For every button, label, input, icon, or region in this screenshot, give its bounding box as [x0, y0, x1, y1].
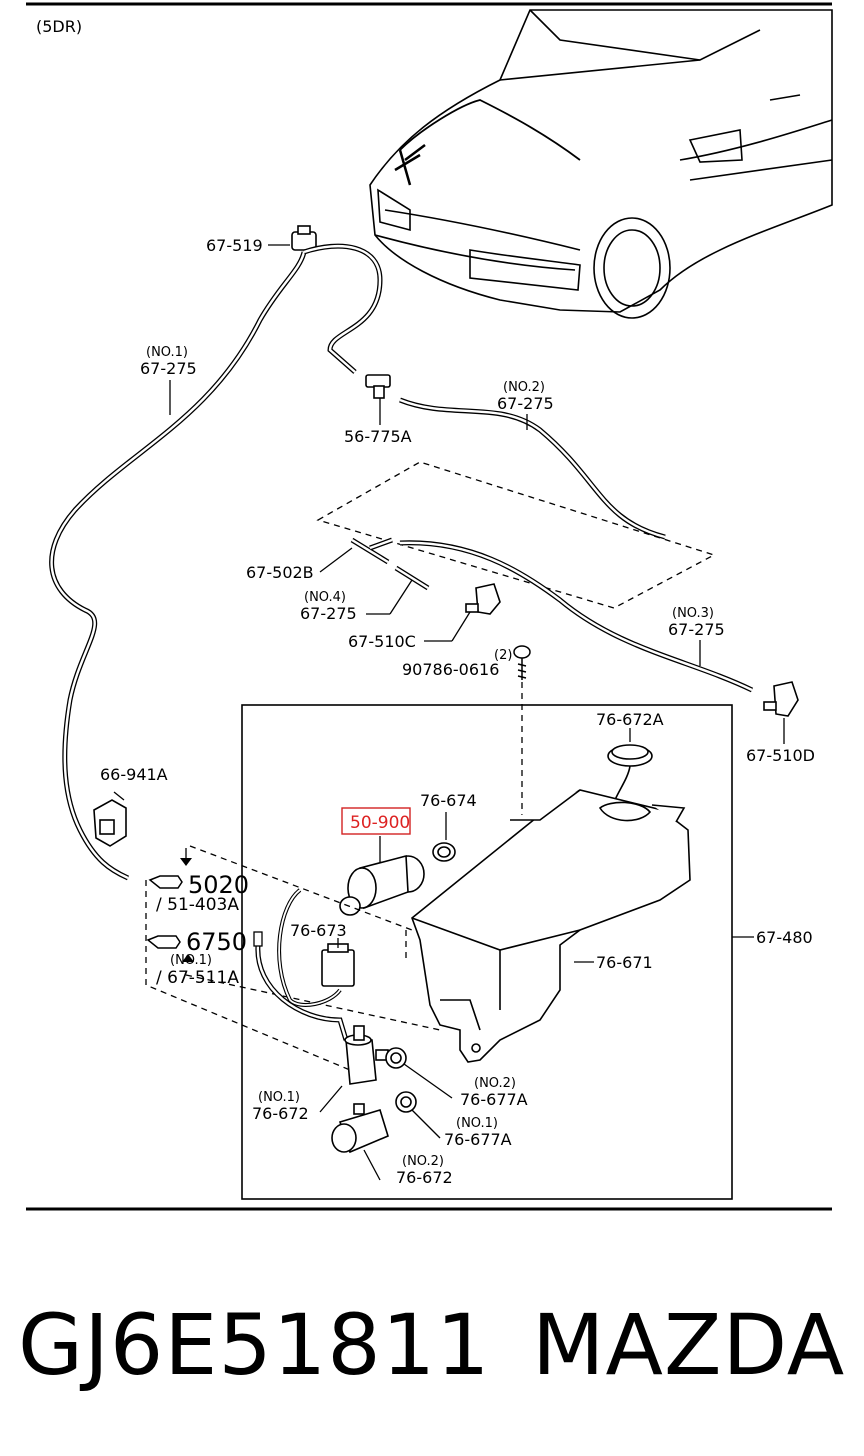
ref-51-403A: / 51-403A [156, 895, 239, 915]
dashed-group-outline [316, 461, 716, 609]
hose-no1-67-275 [49, 243, 383, 881]
label-76-671: 76-671 [596, 953, 653, 972]
hose-no2-67-275 [399, 397, 666, 540]
ref-no1: (NO.1) [170, 953, 212, 968]
nozzle-67-510C [465, 583, 501, 615]
label-76-677A-no2: 76-677A [460, 1090, 528, 1109]
label-76-673: 76-673 [290, 921, 347, 940]
hose-no3-67-275 [399, 540, 754, 693]
pump-no1-76-672 [344, 1025, 389, 1085]
label-66-941A: 66-941A [100, 765, 168, 784]
label-67-275-no1: 67-275 [140, 359, 197, 378]
washer-tank-76-671 [411, 789, 691, 1063]
label-76-672-no2: 76-672 [396, 1168, 453, 1187]
label-67-480: 67-480 [756, 928, 813, 947]
grommet-76-674 [432, 842, 456, 862]
ref-67-511A: / 67-511A [156, 968, 239, 988]
label-76-672A: 76-672A [596, 710, 664, 729]
hose-end-fitting [253, 931, 263, 947]
label-no2-grommet: (NO.2) [474, 1076, 516, 1091]
ref-5020: 5020 [188, 871, 249, 899]
grommet-no2-76-677A [385, 1047, 407, 1069]
variant-label: (5DR) [36, 17, 82, 36]
label-56-775A: 56-775A [344, 427, 412, 446]
label-no2-hose: (NO.2) [503, 380, 545, 395]
label-no1-hose: (NO.1) [146, 345, 188, 360]
label-no2-pump: (NO.2) [402, 1154, 444, 1169]
dashed-connections [145, 845, 441, 1071]
footer-caption: GJ6E51811 MAZDA [0, 1290, 864, 1400]
label-no1-grommet: (NO.1) [456, 1116, 498, 1131]
label-qty-2: (2) [494, 648, 512, 663]
cap-76-672A [607, 744, 653, 809]
nozzle-67-510D [763, 681, 799, 717]
washer-motor-assembly [339, 854, 425, 916]
hose-no4-67-275 [394, 565, 430, 591]
label-76-672-no1: 76-672 [252, 1104, 309, 1123]
part-number: GJ6E51811 [18, 1296, 491, 1394]
assembly-frame [241, 704, 733, 1200]
label-67-510D: 67-510D [746, 746, 815, 765]
joint-67-502B [350, 537, 393, 565]
label-67-519: 67-519 [206, 236, 263, 255]
label-67-502B: 67-502B [246, 563, 314, 582]
label-76-677A-no1: 76-677A [444, 1130, 512, 1149]
connector-76-673 [321, 943, 355, 987]
ref-6750: 6750 [186, 928, 247, 956]
hose-76-673 [255, 888, 349, 1041]
label-no4-hose: (NO.4) [304, 590, 346, 605]
brand-name: MAZDA [532, 1296, 846, 1394]
screw-90786-0616 [513, 645, 531, 680]
label-50-900: 50-900 [350, 813, 410, 833]
highlight-box-50-900 [341, 807, 411, 835]
label-67-275-no4: 67-275 [300, 604, 357, 623]
label-67-275-no2: 67-275 [497, 394, 554, 413]
joint-56-775A [365, 374, 391, 399]
pump-no2-76-672 [331, 1103, 389, 1154]
grommet-no1-76-677A [395, 1091, 417, 1113]
label-90786-0616: 90786-0616 [402, 660, 499, 679]
label-67-510C: 67-510C [348, 632, 416, 651]
nozzle-67-519 [291, 225, 317, 251]
label-no1-pump: (NO.1) [258, 1090, 300, 1105]
label-76-674: 76-674 [420, 791, 477, 810]
car-illustration [369, 9, 833, 319]
label-67-275-no3: 67-275 [668, 620, 725, 639]
ref-arrow-5020 [148, 848, 192, 889]
washer-system-diagram: (5DR) 67-519 (NO.1) 67-275 5 [26, 2, 833, 1211]
bracket-66-941A [93, 799, 127, 847]
label-no3-hose: (NO.3) [672, 606, 714, 621]
ref-arrow-6750 [146, 935, 194, 962]
